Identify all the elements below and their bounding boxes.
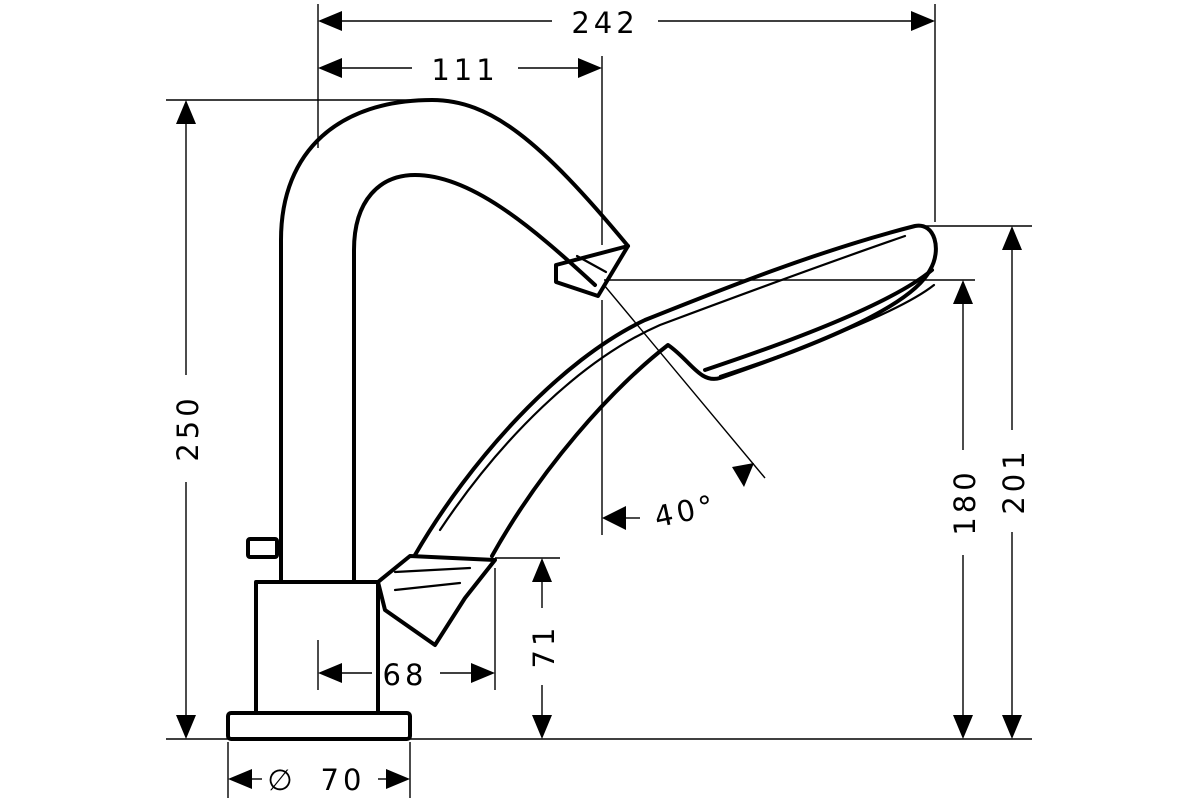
dim-total-width: 242	[571, 6, 638, 40]
dim-base-diameter: 70	[321, 763, 366, 797]
dim-spout-reach: 111	[431, 53, 498, 87]
dimension-labels: 242 111 250 201 180 40° 71 68 ∅ 70	[171, 6, 1031, 797]
dim-hand-shower-height-outer: 201	[997, 447, 1031, 514]
diverter-knob	[246, 537, 279, 559]
dim-total-height: 250	[171, 394, 205, 461]
dimension-lines	[176, 11, 1022, 789]
shower-handle	[413, 223, 938, 558]
dim-angle: 40°	[651, 488, 720, 534]
dim-holder-offset: 68	[383, 658, 428, 692]
valve-body	[254, 580, 380, 715]
spout-inner	[352, 173, 597, 584]
spout-outlet	[554, 244, 630, 298]
base-plate	[226, 711, 412, 741]
shower-holder	[376, 554, 497, 647]
faucet-outline	[226, 98, 938, 741]
dim-hand-shower-height-inner: 180	[948, 468, 982, 535]
extension-lines	[166, 4, 1032, 798]
dim-holder-height: 71	[527, 624, 561, 669]
shower-head-face	[703, 268, 934, 372]
spout-outer	[279, 98, 630, 584]
dim-base-diameter-symbol: ∅	[267, 763, 296, 797]
